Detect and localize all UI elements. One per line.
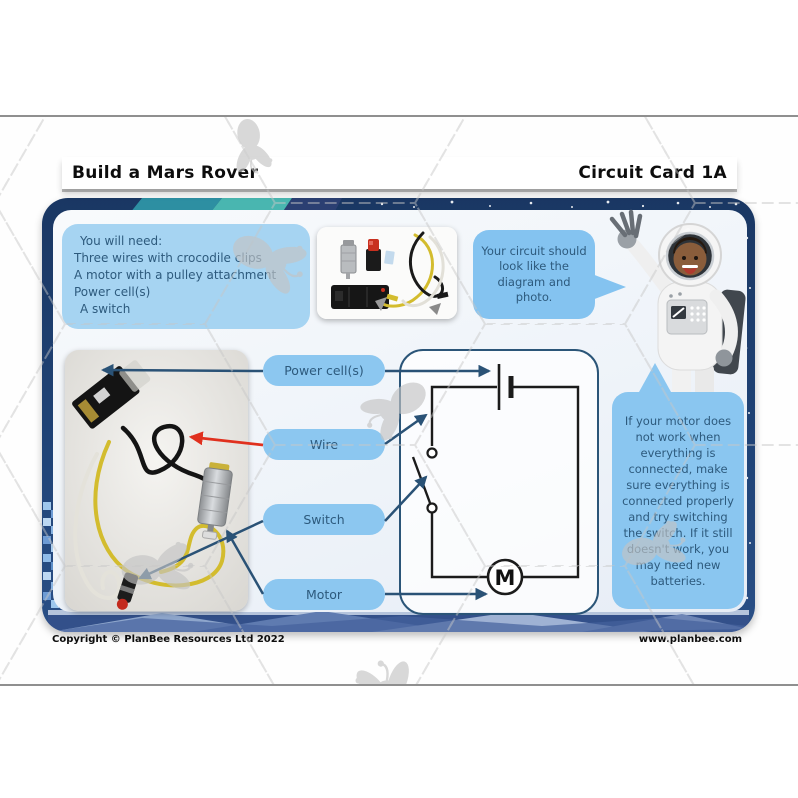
you-will-need-box: You will need: Three wires with crocodil…: [62, 224, 310, 329]
document-sheet: Build a Mars Rover Circuit Card 1A: [0, 115, 798, 686]
label-pill-text: Motor: [305, 587, 343, 602]
header-bar: Build a Mars Rover Circuit Card 1A: [62, 157, 737, 189]
card-label: Circuit Card 1A: [578, 163, 727, 183]
components-photo: [317, 227, 457, 319]
label-pill-text: Switch: [303, 512, 345, 527]
label-pill-wire: Wire: [263, 429, 385, 460]
help-box-text: If your motor does not work when everyth…: [622, 413, 734, 588]
circuit-photo: [65, 350, 248, 611]
astronaut-illustration: [609, 209, 746, 414]
label-pill-power-cells: Power cell(s): [263, 355, 385, 386]
label-pill-switch: Switch: [263, 504, 385, 535]
spare-part-photo-icon: [384, 250, 395, 265]
you-will-need-heading: You will need:: [80, 234, 163, 248]
switch-photo-icon: [366, 239, 381, 271]
label-pill-motor: Motor: [263, 579, 385, 610]
label-pill-text: Power cell(s): [284, 363, 364, 378]
footer-website: www.planbee.com: [638, 634, 742, 645]
you-will-need-item: A switch: [80, 302, 131, 316]
page-title: Build a Mars Rover: [72, 163, 259, 183]
speech-bubble: Your circuit should look like the diagra…: [473, 230, 595, 319]
footer-copyright: Copyright © PlanBee Resources Ltd 2022: [52, 634, 285, 645]
speech-bubble-tail: [592, 274, 626, 300]
help-box-tail: [639, 363, 671, 392]
motor-photo-icon: [340, 240, 357, 279]
astronaut-helmet: [658, 223, 722, 287]
you-will-need-item: Power cell(s): [74, 285, 151, 299]
speech-bubble-text: Your circuit should look like the diagra…: [481, 243, 587, 305]
help-box: If your motor does not work when everyth…: [612, 392, 744, 609]
label-pill-text: Wire: [309, 437, 339, 452]
you-will-need-item: Three wires with crocodile clips: [74, 251, 262, 265]
footer: Copyright © PlanBee Resources Ltd 2022 w…: [0, 634, 798, 650]
bee-icon: [347, 652, 430, 684]
mountains-decoration: [48, 610, 749, 632]
you-will-need-item: A motor with a pulley attachment: [74, 268, 277, 282]
astronaut-glove-hip: [715, 349, 733, 367]
circuit-diagram-box: [399, 349, 599, 615]
